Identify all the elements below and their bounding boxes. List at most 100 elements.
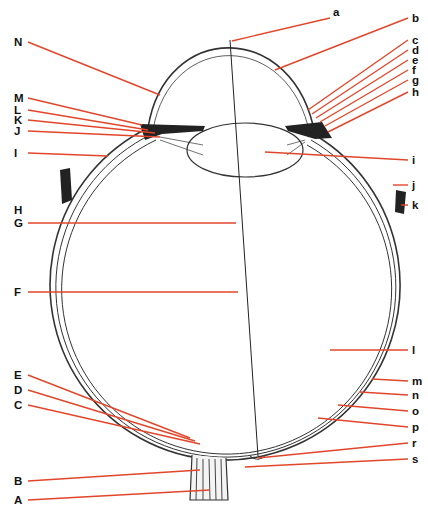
leader-line [28,470,200,481]
callout-letter: G [14,217,23,229]
optic-nerve [190,455,266,500]
callout-letter-holder: g [412,74,419,86]
callout-letter-holder: a [333,6,339,18]
callout-letter: n [412,389,419,401]
callout-letter: h [412,86,419,98]
optic-nerve-sheath [190,455,228,500]
callout-letter: E [14,369,22,381]
callout-letter-holder: M [14,92,24,104]
callout-letter-holder: o [412,405,419,417]
callout-letter: A [14,494,22,506]
callout-letter: J [14,125,20,137]
callout-letter-holder: B [14,475,22,487]
callout-letter: s [412,453,418,465]
callout-letter: a [333,6,339,18]
leader-line [28,42,160,95]
leader-line [325,80,408,126]
lens [187,123,303,177]
callout-letter-holder: k [412,199,418,211]
leader-line [338,405,408,411]
callout-letter-holder: j [412,179,415,191]
leader-line [28,98,142,125]
callout-letter: i [412,154,415,166]
callout-letter-holder: G [14,217,23,229]
callout-letter: D [14,384,22,396]
suspensory-ligament [160,137,305,145]
callout-letter-holder: F [14,286,21,298]
callout-letter-holder: A [14,494,22,506]
sclera-outline [50,128,400,460]
leader-line [28,375,190,438]
leader-line [28,291,238,292]
leader-line [28,390,195,441]
callout-letter: m [412,375,422,387]
leader-line [393,184,408,185]
callout-letter: r [412,437,416,449]
callout-letter: k [412,199,418,211]
callout-letter: o [412,405,419,417]
callout-letter: M [14,92,24,104]
callout-letter-holder: m [412,375,422,387]
callout-letter: N [14,36,22,48]
leader-line [265,152,408,160]
callout-letter-holder: p [412,421,419,433]
callout-letter: g [412,74,419,86]
eye-muscle [60,168,72,204]
callout-letter-holder: r [412,437,416,449]
leader-line [372,379,408,381]
callout-letter-holder: h [412,86,419,98]
iris-ciliary-right [285,122,332,139]
callout-letter-holder: n [412,389,419,401]
leader-line [28,153,108,156]
callout-letter: l [412,344,415,356]
leader-line [312,50,408,114]
choroid-outline [56,134,396,457]
callout-letter-holder: l [412,344,415,356]
callout-letter: j [412,179,415,191]
callout-letter: B [14,475,22,487]
callout-letter: p [412,421,419,433]
leader-line [328,92,408,132]
callout-letter-holder: E [14,369,22,381]
callout-letter: K [14,114,22,126]
callout-letter-holder: s [412,453,418,465]
ciliary-body [60,122,406,214]
callout-letter-holder: N [14,36,22,48]
callout-letter: F [14,286,21,298]
callout-letter: I [14,147,17,159]
callout-letter: H [14,204,22,216]
leader-line [245,459,408,467]
leader-line [275,18,408,70]
callout-letter-holder: H [14,204,22,216]
leader-line [360,392,408,395]
optic-nerve-fibres [196,458,222,500]
callout-letter: b [412,12,419,24]
eye-globe [50,40,400,460]
leader-line [28,131,160,137]
callout-letter-holder: D [14,384,22,396]
leader-line [316,60,408,118]
leader-line [401,204,408,205]
callout-letter-holder: i [412,154,415,166]
leader-line [28,405,200,444]
eye-muscle [395,190,406,214]
leader-lines [28,18,408,500]
visual-axis [230,40,258,456]
leader-line [318,418,408,427]
leader-line [28,110,148,130]
leader-line [232,18,330,41]
callout-letter-holder: J [14,125,20,137]
leader-line [330,349,408,350]
callout-letter-holder: C [14,399,22,411]
leader-line [28,222,236,223]
leader-line [28,120,155,133]
leader-line [28,490,210,500]
leader-line [258,443,408,458]
callout-letter-holder: K [14,114,22,126]
callout-letter-holder: I [14,147,17,159]
callout-letter: C [14,399,22,411]
callout-letter-holder: b [412,12,419,24]
